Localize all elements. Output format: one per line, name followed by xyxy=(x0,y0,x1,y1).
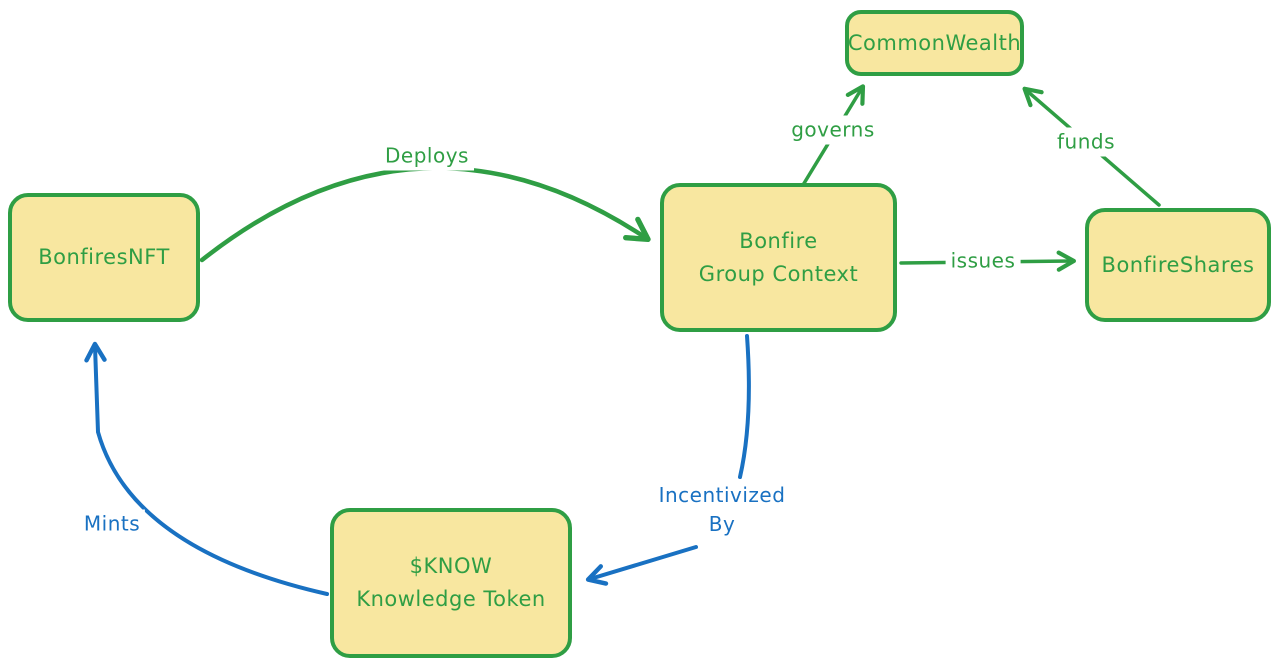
node-commonwealth[interactable]: CommonWealth xyxy=(845,10,1024,76)
edge-label-incentivized-by-line2: By xyxy=(708,512,736,536)
edge-label-governs: governs xyxy=(786,115,880,145)
edge-label-funds: funds xyxy=(1051,127,1121,157)
node-bonfire-shares-label: BonfireShares xyxy=(1101,252,1255,277)
node-bonfire-group-context[interactable]: Bonfire Group Context xyxy=(660,183,897,332)
edge-deploys-arrow[interactable] xyxy=(199,165,651,263)
node-bonfire-shares[interactable]: BonfireShares xyxy=(1085,208,1271,322)
node-know-token-label-line2: Knowledge Token xyxy=(356,587,546,611)
edge-label-incentivized-by: Incentivized By xyxy=(632,481,812,539)
edge-label-deploys: Deploys xyxy=(380,141,474,171)
edge-incentivized-by-arrow[interactable] xyxy=(590,334,751,579)
node-bonfire-group-context-label-line1: Bonfire xyxy=(739,228,818,253)
node-know-token[interactable]: $KNOW Knowledge Token xyxy=(330,508,572,658)
edge-label-issues: issues xyxy=(945,246,1021,276)
edge-mints-arrow[interactable] xyxy=(84,341,329,596)
node-bonfire-group-context-label-line2: Group Context xyxy=(698,261,859,286)
node-know-token-label-line1: $KNOW xyxy=(409,554,493,579)
node-bonfires-nft-label: BonfiresNFT xyxy=(38,245,170,270)
edge-label-incentivized-by-line1: Incentivized xyxy=(658,483,786,507)
node-commonwealth-label: CommonWealth xyxy=(847,30,1022,55)
edge-label-mints: Mints xyxy=(78,509,146,539)
node-bonfires-nft[interactable]: BonfiresNFT xyxy=(8,193,200,322)
